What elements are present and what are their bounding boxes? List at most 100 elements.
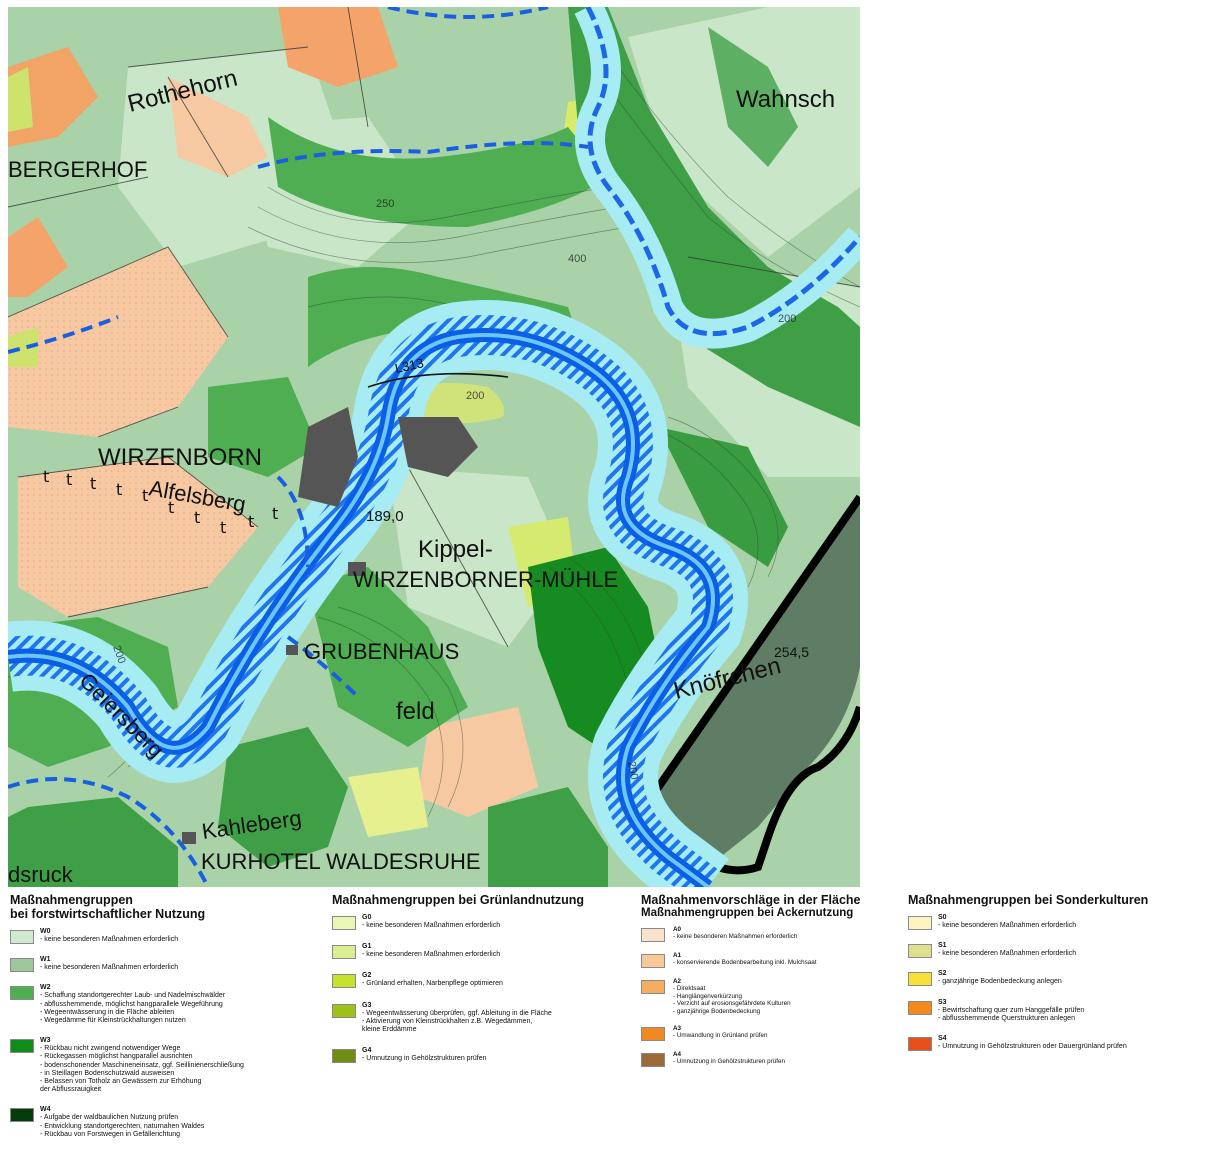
legend-code: S0 — [938, 914, 947, 921]
legend-description: - keine besonderen Maßnahmen erforderlic… — [938, 922, 1226, 930]
streams-dashed — [8, 7, 589, 887]
legend-description: - Umwandlung in Grünland prüfen — [673, 1032, 906, 1039]
legend-swatch-a0 — [641, 928, 665, 942]
legend-description-line: - konservierende Bodenbearbeitung inkl. … — [673, 959, 817, 967]
legend-item-w4: W4- Aufgabe der waldbaulichen Nutzung pr… — [10, 1106, 330, 1139]
legend-code: A3 — [673, 1025, 682, 1033]
legend-description-line: - Wegeentwässerung überprüfen, ggf. Able… — [362, 1009, 552, 1017]
legend-description-line: - Hanglängenverkürzung — [673, 992, 742, 1000]
legend-code: S2 — [938, 970, 947, 978]
legend-item-s2: S2- ganzjährige Bodenbedeckung anlegen — [908, 970, 1226, 987]
legend-description-line: - keine besonderen Maßnahmen erforderlic… — [362, 922, 501, 929]
legend-code: A1 — [673, 952, 682, 959]
legend-code: G1 — [362, 943, 372, 951]
legend-arable: Maßnahmenvorschläge in der Fläche Maßnah… — [641, 893, 906, 1068]
legend-code: S4 — [938, 1035, 947, 1043]
legend-item-s4: S4- Umnutzung in Gehölzstrukturen oder D… — [908, 1035, 1226, 1052]
legend-item-w2: W2- Schaffung standortgerechter Laub- un… — [10, 984, 330, 1025]
legend-swatch-s1 — [908, 944, 932, 959]
legend-swatch-a2 — [641, 980, 665, 994]
legend-description-line: - Entwicklung standortgerechten, naturna… — [40, 1122, 205, 1130]
label-dsruck: dsruck — [8, 862, 74, 887]
svg-text:t: t — [194, 508, 200, 527]
legend-code: G4 — [362, 1047, 372, 1055]
label-contour-200c: 200 — [110, 644, 128, 665]
legend-item-s1: S1- keine besonderen Maßnahmen erforderl… — [908, 942, 1226, 959]
legend-item-a3: A3- Umwandlung in Grünland prüfen — [641, 1025, 906, 1042]
legend-grassland-title: Maßnahmengruppen bei Grünlandnutzung — [332, 893, 585, 907]
legend-swatch-g4 — [332, 1049, 356, 1064]
legend-description: - Umnutzung in Gehölzstrukturen prüfen — [362, 1055, 637, 1063]
legend-description-line: - in Steillagen Bodenschutzwald ausweise… — [40, 1069, 175, 1077]
legend-item-a1: A1- konservierende Bodenbearbeitung inkl… — [641, 952, 906, 968]
legend-code: S3 — [938, 998, 947, 1006]
legend-description-line: - Bewirtschaftung quer zum Hanggefälle p… — [938, 1006, 1085, 1014]
legend-description-line: - Rückbau nicht zwingend notwendiger Weg… — [40, 1045, 181, 1053]
legend-description: - Rückbau nicht zwingend notwendiger Weg… — [40, 1045, 330, 1094]
legend-item-g0: G0- keine besonderen Maßnahmen erforderl… — [332, 914, 637, 930]
svg-text:t: t — [43, 467, 49, 486]
legend-description: - Aufgabe der waldbaulichen Nutzung prüf… — [40, 1114, 330, 1139]
label-elevation-1890: 189,0 — [366, 508, 404, 525]
legend-description: - konservierende Bodenbearbeitung inkl. … — [673, 959, 906, 966]
legend-description-line: der Abflussrauigkeit — [40, 1086, 102, 1094]
legend-description: - Umnutzung in Gehölzstrukturen oder Dau… — [938, 1043, 1226, 1051]
legend-description-line: - ganzjährige Bodenbedeckung anlegen — [938, 978, 1062, 986]
legend-description: - keine besonderen Maßnahmen erforderlic… — [362, 951, 637, 959]
legend-code: A2 — [673, 978, 682, 985]
legend-item-g3: G3- Wegeentwässerung überprüfen, ggf. Ab… — [332, 1002, 637, 1035]
legend-description-line: - abflusshemmende Querstrukturen anlegen — [938, 1014, 1075, 1022]
legend-description-line: - Grünland erhalten, Narbenpflege optimi… — [362, 980, 503, 988]
legend-swatch-g3 — [332, 1003, 356, 1018]
label-road-l313: L313 — [394, 355, 425, 376]
legend-description-line: - Rückbau von Forstwegen in Gefällericht… — [40, 1130, 181, 1138]
legend-item-w1: W1- keine besonderen Maßnahmen erforderl… — [10, 956, 330, 973]
label-bergerhof: BERGERHOF — [8, 157, 147, 182]
legend-description-line: - Wegedämme für Kleinstrückhaltungen nut… — [40, 1017, 186, 1025]
legend-description-line: - bodenschonender Maschineneinsatz, ggf.… — [40, 1061, 244, 1069]
legend-description-line: - Direktsaat — [673, 985, 706, 993]
legend-forest: Maßnahmengruppen bei forstwirtschaftlich… — [10, 893, 330, 1139]
legend-swatch-w1 — [10, 958, 34, 973]
legend-description: - Wegeentwässerung überprüfen, ggf. Able… — [362, 1010, 637, 1035]
legend-arable-subtitle: Maßnahmengruppen bei Ackernutzung — [641, 907, 854, 919]
legend-description-line: - keine besonderen Maßnahmen erforderlic… — [938, 922, 1077, 929]
legend-arable-title: Maßnahmenvorschläge in der Fläche — [641, 893, 861, 907]
legend-description-line: - Aufgabe der waldbaulichen Nutzung prüf… — [40, 1114, 179, 1122]
legend-swatch-s2 — [908, 972, 932, 987]
svg-text:t: t — [142, 486, 148, 505]
legend-description-line: - Umnutzung in Gehölzstrukturen prüfen — [362, 1055, 487, 1063]
label-contour-200d: 200 — [778, 313, 796, 325]
label-grubenhaus: GRUBENHAUS — [304, 639, 459, 664]
svg-text:t: t — [248, 512, 254, 531]
legend-description: - keine besonderen Maßnahmen erforderlic… — [40, 936, 330, 944]
svg-text:t: t — [116, 480, 122, 499]
legend-swatch-w3 — [10, 1039, 34, 1054]
svg-text:t: t — [66, 470, 72, 489]
legend-swatch-w2 — [10, 986, 34, 1001]
legend-description: - Grünland erhalten, Narbenpflege optimi… — [362, 980, 637, 988]
legend-item-a4: A4- Umnutzung in Gehölzstrukturen prüfen — [641, 1051, 906, 1068]
legend-special-title: Maßnahmengruppen bei Sonderkulturen — [908, 893, 1149, 907]
legend-description-line: - keine besonderen Maßnahmen erforderlic… — [40, 936, 179, 943]
legend-swatch-a1 — [641, 954, 665, 968]
legend-description: - Schaffung standortgerechter Laub- und … — [40, 992, 330, 1025]
svg-text:t: t — [272, 504, 278, 523]
legend-code: G2 — [362, 972, 372, 980]
legend-swatch-a4 — [641, 1053, 665, 1068]
legend-swatch-s3 — [908, 1000, 932, 1015]
landcover-arable — [8, 7, 538, 817]
label-wahnsch: Wahnsch — [736, 86, 835, 113]
legend-swatch-g1 — [332, 945, 356, 960]
legend-swatch-s4 — [908, 1037, 932, 1052]
legend-swatch-w4 — [10, 1108, 34, 1123]
legend-description-line: - keine besonderen Maßnahmen erforderlic… — [40, 964, 179, 972]
label-kippel: Kippel- — [418, 536, 493, 563]
legend-description: - keine besonderen Maßnahmen erforderlic… — [40, 964, 330, 972]
label-elevation-2545: 254,5 — [774, 644, 809, 660]
legend-swatch-g2 — [332, 974, 356, 989]
protected-area — [648, 497, 860, 867]
river-center — [8, 333, 715, 887]
